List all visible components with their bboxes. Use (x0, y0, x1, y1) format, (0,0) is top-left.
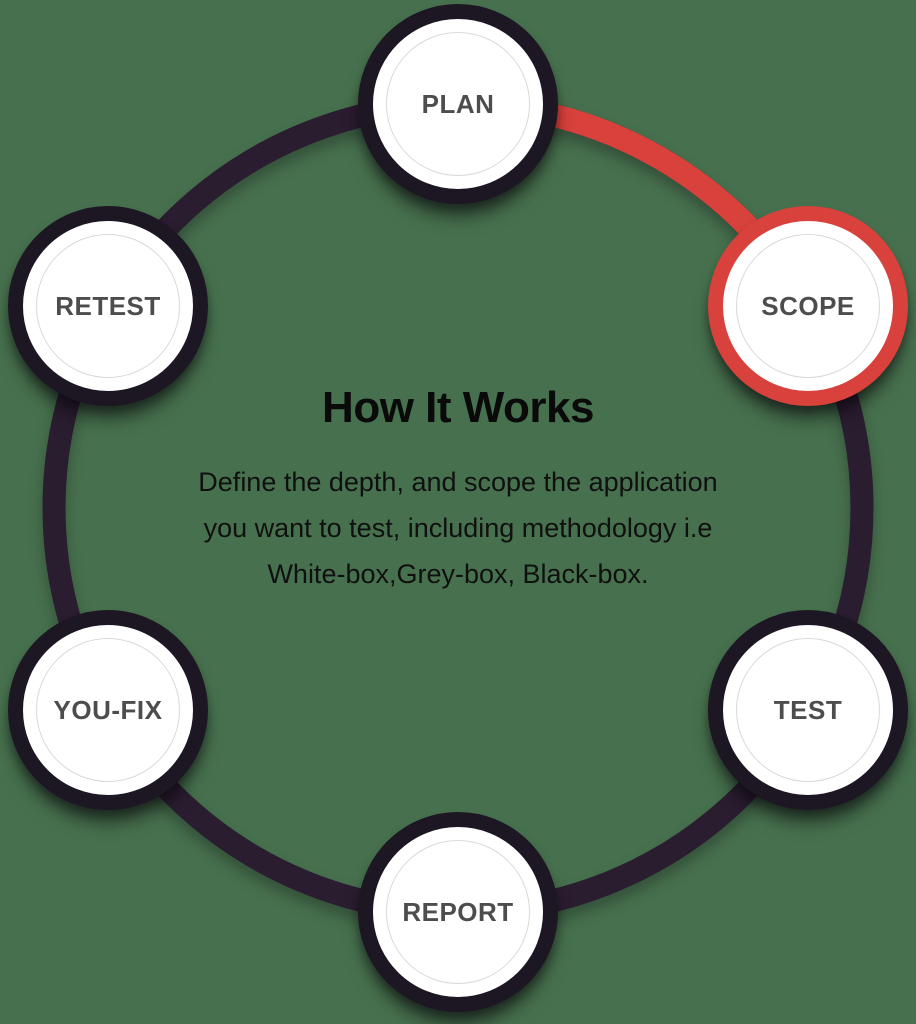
node-you-fix-label: YOU-FIX (53, 694, 163, 725)
node-plan-inner-ring: PLAN (386, 32, 530, 176)
node-plan[interactable]: PLAN (358, 4, 558, 204)
node-you-fix-inner-ring: YOU-FIX (36, 638, 180, 782)
node-report-inner-ring: REPORT (386, 840, 530, 984)
node-plan-label: PLAN (421, 88, 495, 119)
node-scope[interactable]: SCOPE (708, 206, 908, 406)
node-test-inner-ring: TEST (736, 638, 880, 782)
node-report-label: REPORT (402, 896, 514, 927)
center-copy: How It Works Define the depth, and scope… (0, 383, 916, 597)
node-test-label: TEST (773, 694, 843, 725)
node-scope-inner-ring: SCOPE (736, 234, 880, 378)
node-report[interactable]: REPORT (358, 812, 558, 1012)
node-retest-label: RETEST (55, 290, 161, 321)
node-retest[interactable]: RETEST (8, 206, 208, 406)
step-description: Define the depth, and scope the applicat… (198, 467, 718, 589)
node-test[interactable]: TEST (708, 610, 908, 810)
node-you-fix[interactable]: YOU-FIX (8, 610, 208, 810)
node-scope-label: SCOPE (761, 290, 855, 321)
node-retest-inner-ring: RETEST (36, 234, 180, 378)
page-title: How It Works (322, 383, 594, 432)
